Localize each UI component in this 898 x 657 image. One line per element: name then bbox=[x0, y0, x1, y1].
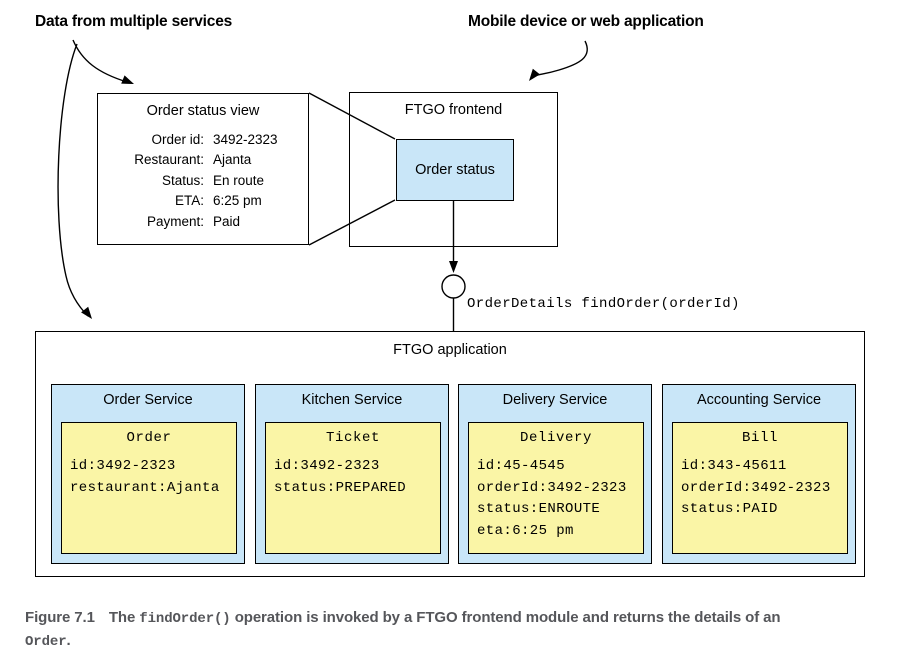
arrowhead-icon bbox=[529, 68, 540, 81]
field-row: Restaurant: Ajanta bbox=[98, 150, 308, 170]
ftgo-application-box: FTGO application Order Service Order id:… bbox=[35, 331, 865, 577]
field-value: Ajanta bbox=[213, 152, 252, 168]
arrow-data-to-application bbox=[57, 43, 89, 317]
order-status-fields: Order id: 3492-2323 Restaurant: Ajanta S… bbox=[98, 130, 308, 232]
label-client: Mobile device or web application bbox=[468, 13, 704, 30]
entity-box-order: Order id:3492-2323 restaurant:Ajanta bbox=[61, 422, 237, 554]
entity-name: Order bbox=[126, 430, 172, 446]
service-box-kitchen: Kitchen Service Ticket id:3492-2323 stat… bbox=[255, 384, 449, 564]
figure-caption-label: Figure 7.1 bbox=[25, 609, 95, 626]
caption-text: . bbox=[66, 632, 71, 649]
entity-attribute: id:3492-2323 bbox=[70, 458, 176, 474]
arrow-data-to-view bbox=[72, 39, 128, 83]
field-value: En route bbox=[213, 172, 265, 188]
operation-signature: OrderDetails findOrder(orderId) bbox=[467, 296, 740, 312]
service-title: Kitchen Service bbox=[301, 392, 403, 408]
field-label: ETA: bbox=[174, 193, 204, 209]
entity-name: Bill bbox=[741, 430, 778, 446]
caption-text: operation is invoked by a FTGO frontend … bbox=[230, 609, 781, 626]
service-title: Accounting Service bbox=[696, 392, 822, 408]
field-value: Paid bbox=[213, 213, 241, 229]
entity-attribute: id:343-45611 bbox=[681, 458, 787, 474]
entity-attribute: status:PREPARED bbox=[274, 479, 407, 496]
arrowhead-icon bbox=[449, 261, 458, 273]
label-data-sources: Data from multiple services bbox=[35, 13, 233, 30]
service-box-delivery: Delivery Service Delivery id:45-4545 ord… bbox=[458, 384, 652, 564]
field-label: Restaurant: bbox=[134, 152, 204, 168]
caption-code-order: Order bbox=[25, 634, 67, 650]
entity-attributes: id:45-4545 orderId:3492-2323 status:ENRO… bbox=[469, 456, 643, 542]
service-box-order: Order Service Order id:3492-2323 restaur… bbox=[51, 384, 245, 564]
ftgo-frontend-box: FTGO frontend Order status bbox=[349, 92, 558, 247]
entity-attributes: id:3492-2323 status:PREPARED bbox=[266, 456, 440, 499]
field-label: Order id: bbox=[151, 132, 204, 147]
entity-attribute: status:ENROUTE bbox=[477, 501, 601, 517]
entity-attributes: id:343-45611 orderId:3492-2323 status:PA… bbox=[673, 456, 847, 521]
entity-name: Ticket bbox=[325, 430, 380, 446]
field-row: Payment: Paid bbox=[98, 212, 308, 232]
field-label: Payment: bbox=[146, 213, 204, 229]
arrowhead-icon bbox=[121, 75, 134, 84]
arrowhead-icon bbox=[81, 306, 92, 319]
field-row: Status: En route bbox=[98, 171, 308, 191]
entity-name: Delivery bbox=[519, 430, 592, 446]
order-status-view-box: Order status view Order id: 3492-2323 Re… bbox=[97, 93, 309, 245]
ftgo-application-title: FTGO application bbox=[393, 342, 507, 358]
order-status-component: Order status bbox=[396, 139, 514, 201]
field-value: 6:25 pm bbox=[213, 193, 262, 209]
service-box-accounting: Accounting Service Bill id:343-45611 ord… bbox=[662, 384, 856, 564]
service-title: Order Service bbox=[103, 392, 193, 408]
entity-attributes: id:3492-2323 restaurant:Ajanta bbox=[62, 456, 236, 499]
ftgo-frontend-title: FTGO frontend bbox=[404, 102, 503, 118]
figure-caption: Figure 7.1 The findOrder() operation is i… bbox=[25, 607, 825, 653]
entity-box-bill: Bill id:343-45611 orderId:3492-2323 stat… bbox=[672, 422, 848, 554]
field-row: ETA: 6:25 pm bbox=[98, 191, 308, 211]
entity-attribute: restaurant:Ajanta bbox=[70, 479, 220, 496]
entity-box-delivery: Delivery id:45-4545 orderId:3492-2323 st… bbox=[468, 422, 644, 554]
entity-attribute: eta:6:25 pm bbox=[477, 522, 574, 539]
caption-code-findorder: findOrder() bbox=[139, 611, 231, 627]
field-value: 3492-2323 bbox=[213, 132, 278, 147]
service-title: Delivery Service bbox=[502, 392, 608, 408]
field-row: Order id: 3492-2323 bbox=[98, 130, 308, 150]
entity-attribute: id:45-4545 bbox=[477, 458, 566, 474]
entity-attribute: orderId:3492-2323 bbox=[681, 479, 831, 496]
entity-attribute: status:PAID bbox=[681, 501, 778, 517]
field-label: Status: bbox=[161, 172, 204, 188]
entity-attribute: orderId:3492-2323 bbox=[477, 479, 627, 496]
entity-attribute: id:3492-2323 bbox=[274, 458, 380, 474]
arrow-client-to-frontend bbox=[531, 40, 588, 79]
entity-box-ticket: Ticket id:3492-2323 status:PREPARED bbox=[265, 422, 441, 554]
caption-text: The bbox=[108, 609, 140, 626]
order-status-view-title: Order status view bbox=[146, 103, 260, 119]
lollipop-interface-circle bbox=[441, 274, 466, 299]
